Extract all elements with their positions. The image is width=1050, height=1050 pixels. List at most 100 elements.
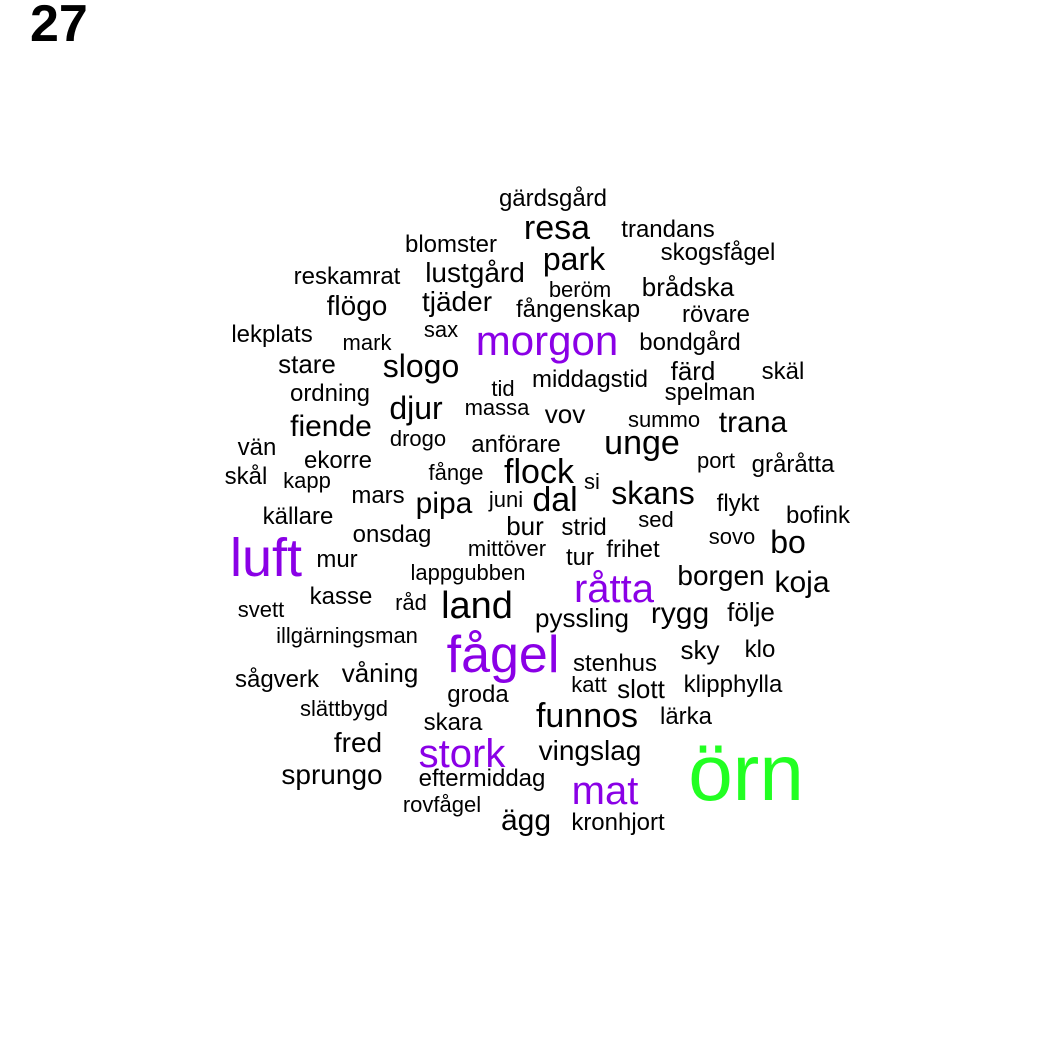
word-fred: fred <box>333 727 383 758</box>
word-skogsfagel: skogsfågel <box>660 239 776 266</box>
word-vaning: våning <box>341 658 419 688</box>
word-eftermiddag: eftermiddag <box>418 765 546 792</box>
word-rovare: rövare <box>681 301 751 328</box>
word-si: si <box>584 469 600 494</box>
word-ekorre: ekorre <box>303 447 373 474</box>
word-slattbygd: slättbygd <box>299 696 389 721</box>
word-van: vän <box>237 434 277 461</box>
word-mat: mat <box>571 769 639 813</box>
word-bofink: bofink <box>785 502 851 529</box>
word-mittover: mittöver <box>467 536 547 561</box>
word-trana: trana <box>718 406 788 439</box>
word-kasse: kasse <box>309 583 373 610</box>
word-ordning: ordning <box>289 380 371 407</box>
word-katt: katt <box>571 672 607 697</box>
word-funnos: funnos <box>535 697 639 735</box>
word-onsdag: onsdag <box>352 521 432 548</box>
word-stenhus: stenhus <box>572 650 658 677</box>
word-bondgard: bondgård <box>639 329 741 356</box>
word-skal: skäl <box>761 358 805 385</box>
word-morgon: morgon <box>475 317 619 364</box>
word-reskamrat: reskamrat <box>293 263 401 290</box>
word-pipa: pipa <box>415 487 473 520</box>
word-unge: unge <box>604 424 680 462</box>
word-rad: råd <box>395 590 427 615</box>
word-mark: mark <box>342 330 392 355</box>
word-orn: örn <box>688 728 804 817</box>
word-sagverk: sågverk <box>234 666 320 693</box>
word-blomster: blomster <box>404 231 498 258</box>
word-mars: mars <box>351 482 405 509</box>
word-drogo: drogo <box>389 426 447 451</box>
word-djur: djur <box>389 390 443 426</box>
word-lekplats: lekplats <box>231 321 313 348</box>
word-flogo: flögo <box>326 290 388 321</box>
word-middagstid: middagstid <box>531 366 649 393</box>
word-lappgubben: lappgubben <box>410 560 526 585</box>
word-fard: färd <box>670 356 716 386</box>
word-tid: tid <box>491 376 515 401</box>
word-dal: dal <box>532 481 578 519</box>
word-luft: luft <box>229 528 303 588</box>
word-lustgard: lustgård <box>425 257 525 288</box>
word-land: land <box>441 585 513 627</box>
word-berom: beröm <box>548 277 612 302</box>
word-kallare: källare <box>262 503 334 530</box>
word-graratta: gråråtta <box>751 451 835 478</box>
word-bradska: brådska <box>641 272 735 302</box>
word-port: port <box>697 448 735 473</box>
word-vingslag: vingslag <box>538 735 642 766</box>
word-kronhjort: kronhjort <box>571 809 665 836</box>
word-groda: groda <box>447 681 509 708</box>
word-tjader: tjäder <box>421 286 493 317</box>
word-sax: sax <box>423 317 459 342</box>
word-fagel: fågel <box>446 626 560 684</box>
word-spelman: spelman <box>664 379 756 406</box>
word-kapp: kapp <box>283 468 331 493</box>
word-park: park <box>542 241 606 277</box>
word-rygg: rygg <box>650 597 710 630</box>
word-stare: stare <box>278 349 336 379</box>
word-slott: slott <box>617 674 665 704</box>
word-sprungo: sprungo <box>281 759 383 790</box>
word-skara: skara <box>423 709 483 736</box>
word-flykt: flykt <box>716 490 760 517</box>
word-gardsgard: gärdsgård <box>498 185 608 212</box>
word-fangenskap: fångenskap <box>515 296 641 323</box>
word-illgarningsman: illgärningsman <box>276 623 418 648</box>
word-klo: klo <box>744 636 776 663</box>
word-fiende: fiende <box>290 410 372 443</box>
word-massa: massa <box>464 395 530 420</box>
word-juni: juni <box>488 487 524 512</box>
word-rovfagel: rovfågel <box>402 792 482 817</box>
word-stork: stork <box>418 732 506 776</box>
word-sky: sky <box>680 635 720 665</box>
word-mur: mur <box>316 546 358 573</box>
word-tur: tur <box>565 544 595 571</box>
word-anforare: anförare <box>471 431 561 458</box>
word-strid: strid <box>561 514 607 541</box>
word-flock: flock <box>504 453 574 491</box>
word-koja: koja <box>774 566 830 599</box>
word-larka: lärka <box>659 703 713 730</box>
word-trandans: trandans <box>621 216 715 243</box>
word-klipphylla: klipphylla <box>683 671 783 698</box>
word-folje: följe <box>727 597 775 627</box>
word-borgen: borgen <box>677 560 765 591</box>
word-resa: resa <box>523 209 591 247</box>
word-ratta: råtta <box>573 567 655 611</box>
word-sovo: sovo <box>708 524 756 549</box>
word-frihet: frihet <box>606 536 660 563</box>
word-pyssling: pyssling <box>535 603 629 633</box>
word-fange: fånge <box>428 460 484 485</box>
word-skans: skans <box>611 475 695 511</box>
word-bur: bur <box>506 511 544 541</box>
word-skal: skål <box>224 463 268 490</box>
page-number: 27 <box>30 0 88 53</box>
word-sed: sed <box>638 507 674 532</box>
word-agg: ägg <box>500 804 552 837</box>
word-vov: vov <box>544 399 586 429</box>
word-bo: bo <box>770 524 806 560</box>
word-slogo: slogo <box>382 348 460 384</box>
